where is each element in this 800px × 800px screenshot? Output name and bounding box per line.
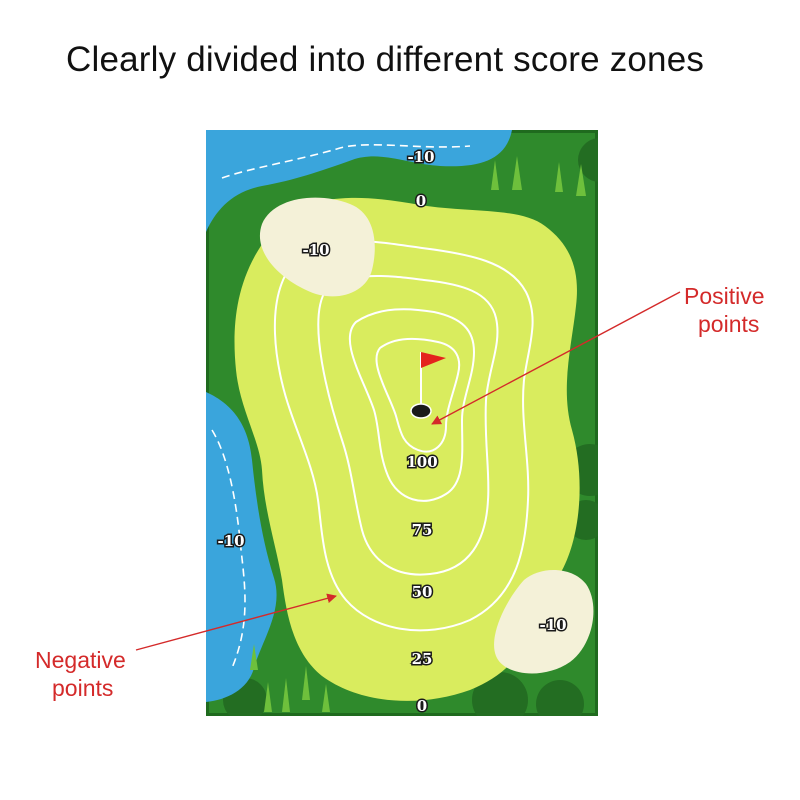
- negative-callout-line-2: points: [52, 675, 114, 701]
- score-label-25: 25: [412, 650, 433, 668]
- positive-callout-line-2: points: [698, 311, 760, 337]
- flag-icon: [420, 352, 446, 404]
- negative-points-callout: Negative points: [35, 646, 126, 702]
- score-ring-75: [348, 308, 476, 502]
- score-ring-100: [375, 337, 461, 453]
- sand-bunker-top: [259, 197, 375, 297]
- page-title: Clearly divided into different score zon…: [66, 40, 705, 79]
- tree-icon: [250, 156, 586, 712]
- putting-mat: -10 0 -10 100 75 -10 50 -10 25 0: [206, 130, 598, 716]
- negative-points-arrow: [135, 593, 337, 651]
- negative-callout-line-1: Negative: [35, 647, 126, 673]
- positive-points-callout: Positive points: [684, 282, 765, 338]
- score-label-rough-top: 0: [416, 192, 426, 210]
- positive-callout-line-1: Positive: [684, 283, 765, 309]
- score-label-water-left: -10: [217, 532, 244, 550]
- score-label-bunker-bottom: -10: [539, 616, 566, 634]
- score-label-100: 100: [406, 453, 437, 471]
- score-label-50: 50: [412, 583, 433, 601]
- sand-bunker-bottom: [494, 569, 594, 674]
- water-ripple: [211, 429, 246, 669]
- score-label-bunker-top: -10: [302, 241, 329, 259]
- hole-icon: [410, 403, 432, 419]
- score-label-rough-bottom: 0: [417, 697, 427, 715]
- score-ring-50: [317, 274, 499, 576]
- water-ripple: [221, 144, 471, 179]
- score-ring-25: [273, 240, 534, 632]
- score-label-75: 75: [412, 521, 433, 539]
- positive-points-arrow: [431, 291, 681, 425]
- green-area: [234, 197, 580, 701]
- water-hazard-top: [206, 130, 512, 232]
- score-label-water-top: -10: [407, 148, 434, 166]
